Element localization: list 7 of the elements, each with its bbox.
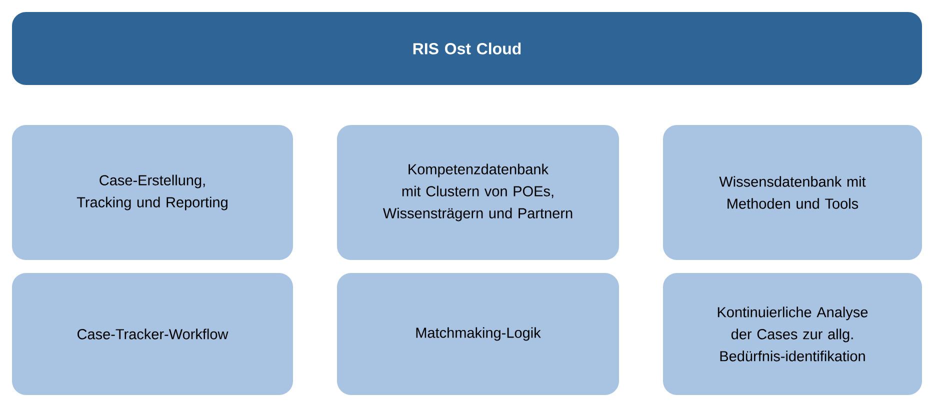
module-box: Matchmaking-Logik <box>337 273 619 395</box>
title-banner: RIS Ost Cloud <box>12 12 922 85</box>
module-box: Case-Tracker-Workflow <box>12 273 293 395</box>
module-box: Wissensdatenbank mit Methoden und Tools <box>663 125 922 260</box>
module-box: Case-Erstellung, Tracking und Reporting <box>12 125 293 260</box>
module-box: Kompetenzdatenbank mit Clustern von POEs, Wissensträgern und Partnern <box>337 125 619 260</box>
module-box: Kontinuierliche Analyse der Cases zur allg. Bedürfnis-identifikation <box>663 273 922 395</box>
